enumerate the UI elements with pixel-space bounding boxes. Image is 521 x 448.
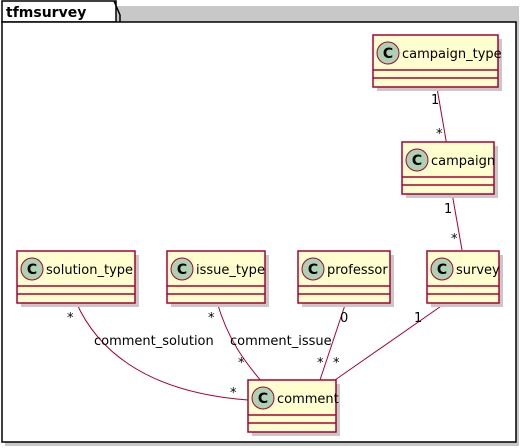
class-name: professor	[327, 263, 388, 278]
class-stereotype-icon	[301, 257, 325, 281]
edge-issue-type-comment	[216, 301, 263, 383]
class-campaign-type[interactable]: C campaign_type	[372, 34, 502, 91]
label-solution-type-comment: comment_solution	[94, 334, 214, 349]
mult-survey-comment-to: *	[333, 356, 340, 371]
mult-campaign-survey-from: 1	[444, 202, 452, 217]
package-title: tfmsurvey	[6, 5, 86, 21]
class-stereotype-letter: C	[177, 262, 187, 278]
class-professor[interactable]: C professor	[297, 250, 394, 307]
class-stereotype-letter: C	[412, 153, 422, 169]
mult-issue-type-comment-from: *	[208, 311, 215, 326]
class-stereotype-letter: C	[437, 262, 447, 278]
class-name: campaign_type	[402, 47, 502, 62]
mult-survey-comment-from: 1	[414, 311, 422, 326]
edge-professor-comment	[319, 301, 347, 381]
class-stereotype-letter: C	[27, 262, 37, 278]
class-survey[interactable]: C survey	[426, 250, 503, 307]
class-stereotype-icon	[376, 41, 400, 65]
package-tab-fold	[113, 0, 121, 22]
class-stereotype-letter: C	[383, 46, 393, 62]
mult-campaign-type-campaign-from: 1	[431, 93, 439, 108]
class-campaign[interactable]: C campaign	[401, 141, 498, 198]
edge-solution-type-comment	[75, 301, 249, 401]
class-solution-type[interactable]: C solution_type	[16, 250, 139, 307]
class-name: comment	[277, 392, 339, 407]
package-body	[1, 21, 517, 443]
mult-professor-comment-to: *	[317, 356, 324, 371]
class-issue-type[interactable]: C issue_type	[166, 250, 269, 307]
class-stereotype-icon	[430, 257, 454, 281]
class-stereotype-letter: C	[258, 391, 268, 407]
class-stereotype-icon	[20, 257, 44, 281]
mult-solution-type-comment-from: *	[67, 311, 74, 326]
class-name: issue_type	[196, 263, 265, 278]
edge-campaign-survey	[451, 192, 463, 251]
class-stereotype-icon	[251, 386, 275, 410]
class-name: campaign	[431, 154, 495, 169]
mult-professor-comment-from: 0	[340, 311, 348, 326]
class-name: solution_type	[46, 263, 133, 278]
mult-issue-type-comment-to: *	[238, 356, 245, 371]
class-stereotype-letter: C	[308, 262, 318, 278]
class-comment[interactable]: C comment	[247, 379, 340, 436]
edges: 1 * 1 * 1 * 0 * comment_issue * * commen…	[67, 87, 463, 401]
class-stereotype-icon	[170, 257, 194, 281]
edge-campaign-type-campaign	[436, 87, 448, 147]
class-stereotype-icon	[405, 148, 429, 172]
mult-campaign-survey-to: *	[451, 232, 458, 247]
class-name: survey	[456, 263, 500, 278]
mult-solution-type-comment-to: *	[230, 386, 237, 401]
edge-survey-comment	[334, 301, 448, 381]
label-issue-type-comment: comment_issue	[230, 334, 332, 349]
mult-campaign-type-campaign-to: *	[436, 127, 443, 142]
